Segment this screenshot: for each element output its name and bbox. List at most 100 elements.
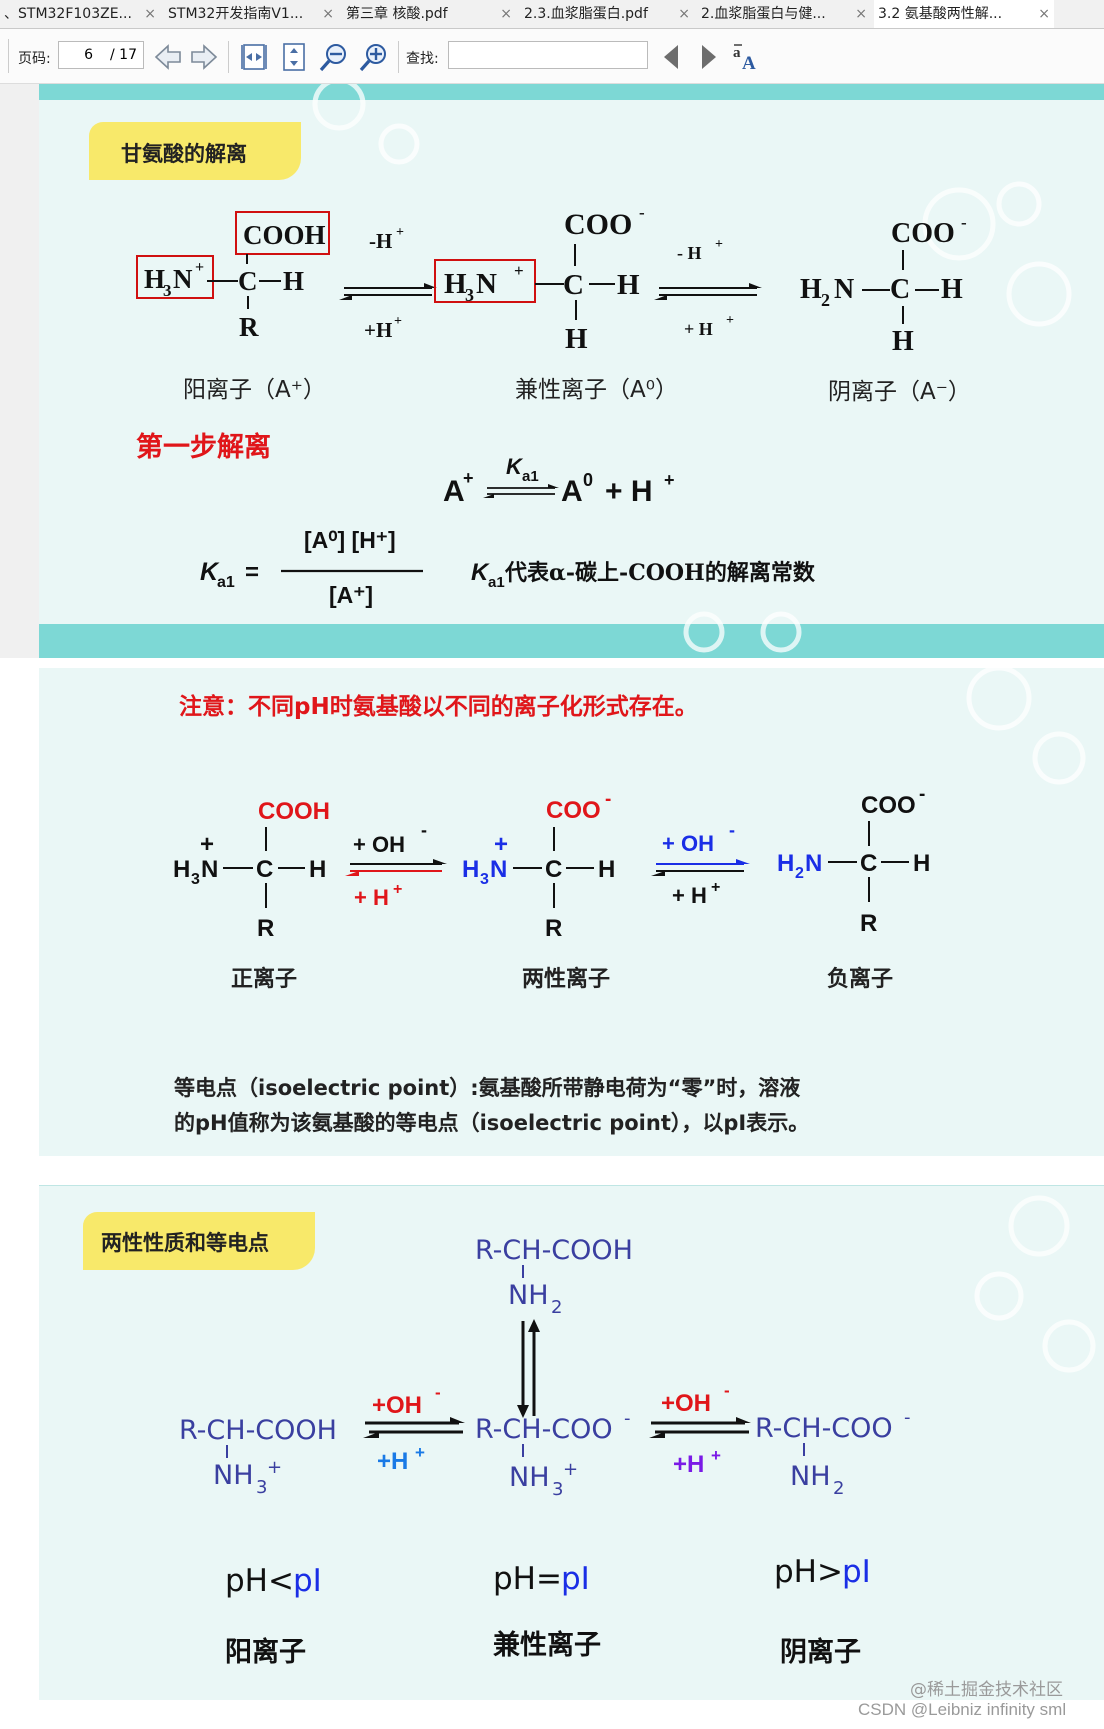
find-previous-icon[interactable] xyxy=(656,41,688,73)
arrow1-top-label: -H xyxy=(369,229,392,253)
prev-page-icon[interactable] xyxy=(152,41,184,73)
tab-label: 2.血浆脂蛋白与健... xyxy=(701,6,826,22)
tab-label: 第三章 核酸.pdf xyxy=(346,6,448,22)
zw-coo: COO xyxy=(546,797,601,824)
anion-h: H xyxy=(800,274,822,305)
pos-cooh: COOH xyxy=(258,798,330,825)
pos-n: N xyxy=(201,856,218,883)
zwitter-nh3-box xyxy=(434,259,536,303)
ph-equal: pH= xyxy=(493,1561,562,1597)
anion-sub: 2 xyxy=(821,290,830,310)
page-input[interactable]: 6 / 17 xyxy=(58,41,144,69)
h1-label: +H xyxy=(377,1448,408,1475)
zw-h-right: H xyxy=(598,856,615,883)
zw-h: H xyxy=(462,856,479,883)
left-nh-sup: + xyxy=(267,1457,282,1478)
arrow1-top-plus: + xyxy=(396,225,404,240)
ka-equals: = xyxy=(245,559,259,586)
tab-stm32-guide[interactable]: STM32开发指南V1... × xyxy=(164,0,338,28)
right-sup: - xyxy=(904,1407,911,1428)
slide-title: 两性性质和等电点 xyxy=(101,1231,269,1255)
page-total: / 17 xyxy=(110,47,137,63)
zoom-in-icon[interactable] xyxy=(358,41,390,73)
h1-label: + H xyxy=(354,885,389,910)
top-nh: NH xyxy=(508,1280,549,1311)
cooh-highlight-box xyxy=(235,211,330,255)
zw-plus: + xyxy=(494,831,508,858)
search-input[interactable] xyxy=(448,41,648,69)
tab-lipoprotein-health[interactable]: 2.血浆脂蛋白与健... × xyxy=(697,0,871,28)
arrow2-bottom-plus: + xyxy=(726,313,734,328)
slide-1-background xyxy=(39,84,1104,658)
glycine-structures: COOH H 3 N + C H R -H + +H + COO - xyxy=(136,203,971,608)
note-text: 注意：不同pH时氨基酸以不同的离子化形式存在。 xyxy=(179,693,698,720)
anion-n: N xyxy=(834,274,854,305)
zoom-out-icon[interactable] xyxy=(318,41,350,73)
label-anion: 阴离子 xyxy=(780,1636,861,1668)
zwitter-h-right: H xyxy=(617,269,640,301)
arrow1-bottom-label: +H xyxy=(364,318,392,342)
arrow1-bottom-plus: + xyxy=(394,314,402,329)
arrow2-bottom-label: + H xyxy=(684,319,713,339)
oh2-label: + OH xyxy=(662,831,714,856)
top-nh-sub: 2 xyxy=(551,1297,562,1318)
ka-description: 代表α-碳上-COOH的解离常数 xyxy=(504,560,816,586)
oh1-sup: - xyxy=(435,1383,441,1402)
close-icon[interactable]: × xyxy=(855,6,867,22)
cation-plus: + xyxy=(195,259,204,276)
zwitter-n: N xyxy=(476,268,497,300)
next-page-icon[interactable] xyxy=(188,41,220,73)
cation-h: H xyxy=(144,264,165,294)
ka-left-sub: a1 xyxy=(217,574,235,591)
watermark-csdn: CSDN @Leibniz infinity sml xyxy=(858,1700,1067,1719)
tab-amino-acid[interactable]: 3.2 氨基酸两性解... × xyxy=(874,0,1054,28)
zw-minus: - xyxy=(605,789,611,810)
cation-c: C xyxy=(238,266,258,296)
close-icon[interactable]: × xyxy=(1038,6,1050,22)
zw-n: N xyxy=(490,856,507,883)
amphoteric-structures: R-CH-COOH NH 2 R-CH-COOH NH 3 + R-CH-COO… xyxy=(179,1235,911,1668)
close-icon[interactable]: × xyxy=(678,6,690,22)
find-label: 查找: xyxy=(406,51,439,67)
oh1-minus: - xyxy=(421,820,427,840)
neg-n: N xyxy=(805,850,822,877)
close-icon[interactable]: × xyxy=(322,6,334,22)
fit-page-icon[interactable] xyxy=(278,41,310,73)
cation-h-right: H xyxy=(283,266,304,296)
find-next-icon[interactable] xyxy=(692,41,724,73)
ka-left: K xyxy=(200,558,220,586)
mid-nh-sup: + xyxy=(563,1459,578,1480)
close-icon[interactable]: × xyxy=(500,6,512,22)
eq-a: A xyxy=(443,475,465,508)
ph-less-pi: pI xyxy=(293,1563,322,1599)
tab-nucleic-acid[interactable]: 第三章 核酸.pdf × xyxy=(342,0,516,28)
page-label: 页码: xyxy=(18,51,51,67)
page-gutter xyxy=(0,84,39,658)
ph-equal-pi: pI xyxy=(561,1561,590,1597)
fit-width-icon[interactable] xyxy=(238,41,270,73)
h2-label: +H xyxy=(673,1451,704,1478)
eq-a-plus: + xyxy=(463,468,474,488)
section-tag xyxy=(83,1212,315,1270)
label-anion: 阴离子（A⁻） xyxy=(828,379,971,405)
ka-desc-sub: a1 xyxy=(488,574,505,591)
zwitter-h-bottom: H xyxy=(565,323,588,355)
neg-coo: COO xyxy=(861,792,916,819)
slide-2-content: 注意：不同pH时氨基酸以不同的离子化形式存在。 COOH + H 3 N C H… xyxy=(173,668,1086,1135)
anion-c: C xyxy=(890,274,910,305)
close-icon[interactable]: × xyxy=(144,6,156,22)
neg-r: R xyxy=(860,910,877,937)
h2-sup: + xyxy=(711,1446,721,1465)
tab-label: STM32开发指南V1... xyxy=(168,6,304,22)
watermark-juejin: @稀土掘金技术社区 xyxy=(910,1680,1063,1700)
tab-lipoprotein[interactable]: 2.3.血浆脂蛋白.pdf× xyxy=(520,0,694,28)
neg-sub: 2 xyxy=(795,865,804,882)
mid-nh-sub: 3 xyxy=(552,1479,563,1500)
zw-sub: 3 xyxy=(480,871,489,888)
arrow2-top-label: - H xyxy=(677,243,702,263)
tab-stm32f103ze[interactable]: 、STM32F103ZE...× xyxy=(0,0,160,28)
tab-label: 3.2 氨基酸两性解... xyxy=(878,6,1003,22)
ph-less: pH< xyxy=(225,1563,294,1599)
zwitter-h: H xyxy=(444,268,467,300)
